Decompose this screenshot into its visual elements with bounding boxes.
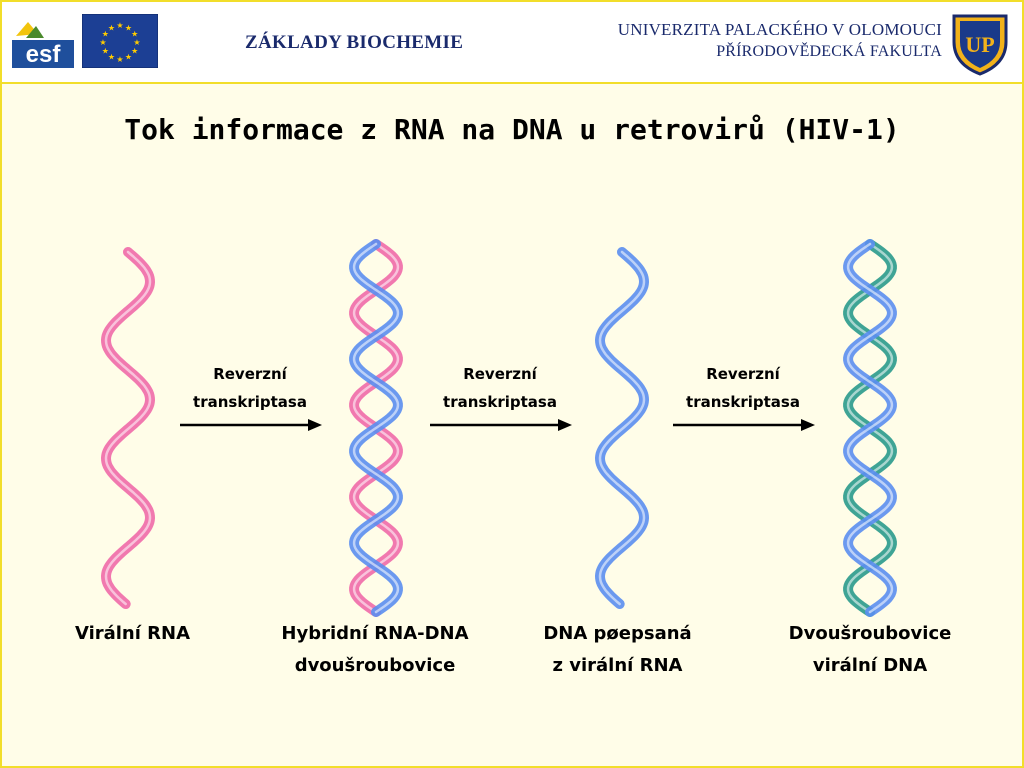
helix-2 (349, 239, 403, 617)
eu-star-icon: ★ (125, 53, 132, 62)
arrow-right-icon (673, 419, 815, 431)
header-banner: esf ★★★★★★★★★★★★ ZÁKLADY BIOCHEMIE UNIVE… (2, 2, 1022, 84)
eu-star-icon: ★ (131, 30, 138, 39)
esf-logo-text: esf (26, 41, 62, 68)
university-line2: PŘÍRODOVĚDECKÁ FAKULTA (716, 43, 942, 60)
eu-star-icon: ★ (116, 55, 123, 64)
helix-1 (100, 247, 156, 609)
enzyme-label-line2: transkriptasa (193, 393, 307, 411)
step-caption-line1: Dvoušroubovice (788, 623, 952, 644)
eu-star-icon: ★ (108, 23, 115, 32)
eu-star-icon: ★ (125, 23, 132, 32)
enzyme-label: Reverzní transkriptasa (663, 360, 823, 416)
university-line1: UNIVERZITA PALACKÉHO V OLOMOUCI (617, 20, 942, 39)
arrow-right-icon (180, 419, 322, 431)
eu-star-icon: ★ (102, 30, 109, 39)
step-caption-line1: DNA pøepsaná (543, 623, 692, 644)
eu-star-icon: ★ (99, 38, 106, 47)
step-caption: Virální RNA (40, 618, 225, 650)
step-caption-line2: z virální RNA (552, 655, 683, 676)
enzyme-label: Reverzní transkriptasa (420, 360, 580, 416)
course-title: ZÁKLADY BIOCHEMIE (245, 32, 464, 53)
dna-strand-highlight (598, 250, 646, 606)
eu-star-icon: ★ (108, 53, 115, 62)
enzyme-label-line1: Reverzní (463, 365, 537, 383)
step-caption-line1: Hybridní RNA-DNA (281, 623, 469, 644)
university-name: UNIVERZITA PALACKÉHO V OLOMOUCI PŘÍRODOV… (618, 19, 942, 63)
rna-strand-highlight (104, 250, 152, 606)
university-shield-icon: UP (952, 14, 1008, 76)
dna-strand-highlight (846, 242, 894, 614)
eu-star-icon: ★ (131, 47, 138, 56)
eu-star-icon: ★ (116, 21, 123, 30)
dna-strand-highlight (352, 242, 400, 614)
step-caption-line1: Virální RNA (74, 623, 191, 644)
arrow-right-icon (430, 419, 572, 431)
enzyme-label-line2: transkriptasa (443, 393, 557, 411)
step-caption: Hybridní RNA-DNA dvoušroubovice (250, 618, 500, 682)
enzyme-label-line1: Reverzní (213, 365, 287, 383)
helix-4 (843, 239, 897, 617)
enzyme-label: Reverzní transkriptasa (170, 360, 330, 416)
step-caption: Dvoušroubovice virální DNA (760, 618, 980, 682)
step-caption: DNA pøepsaná z virální RNA (510, 618, 725, 682)
enzyme-label-line2: transkriptasa (686, 393, 800, 411)
esf-logo-icon: esf (12, 14, 74, 68)
step-caption-line2: virální DNA (812, 655, 928, 676)
eu-flag-icon: ★★★★★★★★★★★★ (82, 14, 158, 68)
eu-star-icon: ★ (133, 38, 140, 47)
enzyme-label-line1: Reverzní (706, 365, 780, 383)
slide-title: Tok informace z RNA na DNA u retrovirů (… (124, 113, 900, 146)
helix-3 (594, 247, 650, 609)
step-caption-line2: dvoušroubovice (294, 655, 456, 676)
eu-star-icon: ★ (102, 47, 109, 56)
university-logo-text: UP (965, 32, 994, 57)
